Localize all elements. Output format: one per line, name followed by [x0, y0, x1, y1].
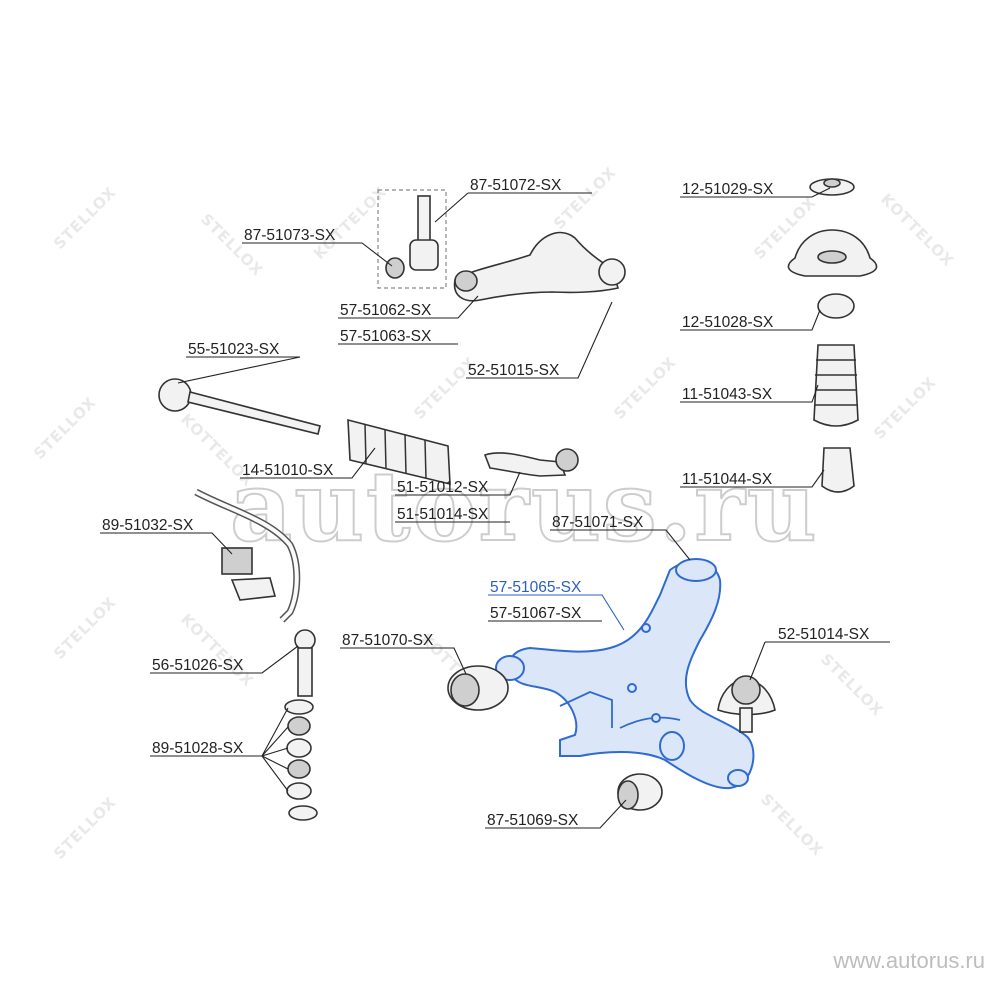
- tie-rod-ball: [158, 378, 192, 412]
- link-body: [297, 647, 313, 697]
- bushing-ring: [385, 257, 405, 279]
- label-51-51014: 51-51014-SX: [397, 506, 489, 523]
- label-51-51012: 51-51012-SX: [397, 479, 489, 496]
- link-washer: [288, 805, 318, 821]
- tie-rod-shaft: [187, 391, 321, 435]
- label-87-51070: 87-51070-SX: [342, 632, 434, 649]
- brand-watermark: STELLOX: [50, 183, 120, 253]
- label-12-51028: 12-51028-SX: [682, 314, 774, 331]
- brand-watermark: STELLOX: [50, 793, 120, 863]
- bump-stop: [821, 447, 855, 493]
- site-watermark: www.autorus.ru: [832, 948, 985, 973]
- link-bushing: [286, 738, 312, 758]
- brand-watermark: KOTTELOX: [177, 610, 257, 690]
- lower-arm-front-eye: [495, 655, 525, 681]
- dust-boot: [813, 344, 859, 427]
- label-11-51044: 11-51044-SX: [682, 471, 773, 488]
- brand-watermark: STELLOX: [30, 393, 100, 463]
- tie-rod-inner: [158, 378, 321, 435]
- link-bushing: [286, 782, 312, 800]
- stabilizer-bushing: [221, 547, 253, 575]
- link-washer: [284, 699, 314, 715]
- label-52-51015: 52-51015-SX: [468, 362, 560, 379]
- brand-watermark: STELLOX: [197, 210, 267, 280]
- rear-bushing-core: [617, 780, 639, 810]
- bushing-pin: [417, 195, 431, 245]
- upper-ball-joint: [598, 258, 626, 286]
- ball-joint-ball: [731, 675, 761, 705]
- label-14-51010: 14-51010-SX: [242, 462, 334, 479]
- link-bushing-stack: [284, 699, 318, 821]
- link-ball-top: [294, 629, 316, 651]
- lower-arm-body: [508, 560, 755, 790]
- label-57-51062: 57-51062-SX: [340, 302, 432, 319]
- brand-watermark: STELLOX: [610, 353, 680, 423]
- stabilizer-link: [294, 629, 316, 697]
- label-87-51073: 87-51073-SX: [244, 227, 336, 244]
- strut-stack: [787, 178, 878, 493]
- kit-frame: [377, 189, 447, 289]
- lower-arm-rear-bushing-seat: [659, 731, 685, 761]
- spring-seat: [817, 293, 855, 319]
- rear-bushing: [617, 773, 663, 811]
- label-87-51069: 87-51069-SX: [487, 812, 579, 829]
- upper-arm-bushing-kit: [377, 189, 447, 289]
- label-89-51028: 89-51028-SX: [152, 740, 244, 757]
- part-labels: 87-51072-SX 87-51073-SX 57-51062-SX 57-5…: [102, 177, 870, 829]
- front-bushing: [447, 665, 509, 711]
- label-89-51032: 89-51032-SX: [102, 517, 194, 534]
- label-87-51072: 87-51072-SX: [470, 177, 562, 194]
- label-57-51067: 57-51067-SX: [490, 605, 582, 622]
- label-11-51043: 11-51043-SX: [682, 386, 773, 403]
- brand-watermark: KOTTELOX: [310, 183, 390, 263]
- tie-rod-end-body: [483, 452, 567, 477]
- label-52-51014: 52-51014-SX: [778, 626, 870, 643]
- strut-top-mount-center: [817, 250, 847, 264]
- stabilizer-bracket: [230, 577, 277, 601]
- tie-rod-end: [483, 448, 579, 477]
- brand-watermark: STELLOX: [50, 593, 120, 663]
- upper-arm-bushing: [454, 270, 478, 292]
- stabilizer-bar: [194, 488, 301, 623]
- lower-ball-joint: [717, 675, 776, 733]
- bushing-sleeve: [409, 239, 439, 271]
- label-57-51065-highlighted: 57-51065-SX: [490, 579, 582, 596]
- label-87-51071: 87-51071-SX: [552, 514, 644, 531]
- link-bushing: [287, 716, 311, 736]
- brand-watermark: STELLOX: [817, 650, 887, 720]
- upper-arm-body: [453, 231, 620, 302]
- rack-boot-body: [347, 418, 451, 486]
- label-57-51063: 57-51063-SX: [340, 328, 432, 345]
- link-bushing: [287, 759, 311, 779]
- tie-rod-end-ball: [555, 448, 579, 472]
- brand-watermark: STELLOX: [757, 790, 827, 860]
- brand-watermark: KOTTELOX: [877, 190, 957, 270]
- mount-bearing-hole: [823, 178, 841, 188]
- label-56-51026: 56-51026-SX: [152, 657, 244, 674]
- front-bushing-core: [450, 673, 480, 707]
- ball-joint-stud: [739, 707, 753, 733]
- lower-arm-rear-mount: [675, 558, 717, 582]
- leader-lines: [100, 187, 890, 829]
- brand-watermark: STELLOX: [870, 373, 940, 443]
- lower-arm-ball-seat: [727, 769, 749, 787]
- upper-control-arm: [453, 231, 626, 302]
- rack-boot: [347, 418, 451, 486]
- label-12-51029: 12-51029-SX: [682, 181, 774, 198]
- label-55-51023: 55-51023-SX: [188, 341, 280, 358]
- lower-control-arm-highlighted: [495, 558, 755, 790]
- brand-watermark: STELLOX: [550, 163, 620, 233]
